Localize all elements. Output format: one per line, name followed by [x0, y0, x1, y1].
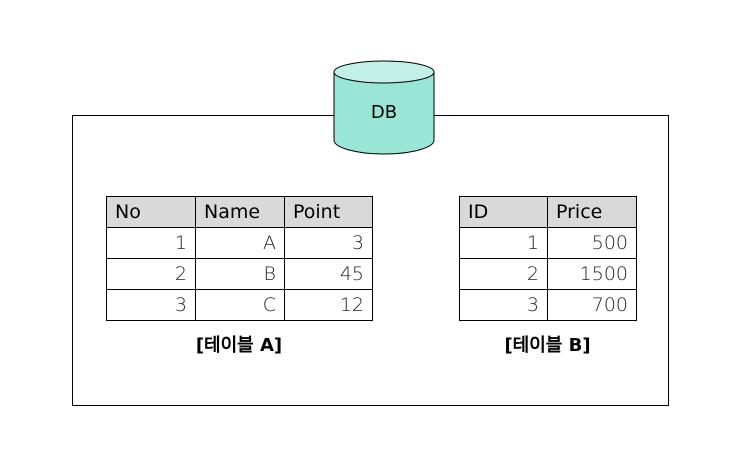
- table-row: 3 700: [459, 289, 637, 321]
- table-a-header-point: Point: [284, 196, 373, 228]
- table-a-cell: 45: [284, 258, 373, 290]
- table-b-cell: 2: [459, 258, 548, 290]
- table-row: 1 A 3: [106, 227, 373, 259]
- table-row: 2 B 45: [106, 258, 373, 290]
- table-b-cell: 1500: [547, 258, 637, 290]
- table-row: 2 1500: [459, 258, 637, 290]
- table-b-cell: 1: [459, 227, 548, 259]
- table-a-cell: 2: [106, 258, 196, 290]
- db-label: DB: [370, 102, 398, 123]
- table-b-caption: [테이블 B]: [504, 335, 591, 356]
- table-a-header-name: Name: [195, 196, 285, 228]
- table-a-cell: 12: [284, 289, 373, 321]
- table-a-cell: C: [195, 289, 285, 321]
- table-a-cell: A: [195, 227, 285, 259]
- table-b-cell: 500: [547, 227, 637, 259]
- table-b-cell: 700: [547, 289, 637, 321]
- table-a-header-row: No Name Point: [106, 196, 373, 228]
- table-b-header-id: ID: [459, 196, 548, 228]
- table-b-cell: 3: [459, 289, 548, 321]
- table-b: ID Price 1 500 2 1500 3 700: [459, 196, 637, 321]
- table-b-header-price: Price: [547, 196, 637, 228]
- table-a-cell: 1: [106, 227, 196, 259]
- table-a: No Name Point 1 A 3 2 B 45 3 C 12: [106, 196, 373, 321]
- table-a-cell: 3: [284, 227, 373, 259]
- database-icon: DB: [333, 60, 435, 156]
- table-b-header-row: ID Price: [459, 196, 637, 228]
- table-a-cell: B: [195, 258, 285, 290]
- table-row: 3 C 12: [106, 289, 373, 321]
- table-a-header-no: No: [106, 196, 196, 228]
- table-a-caption: [테이블 A]: [195, 335, 283, 356]
- table-a-cell: 3: [106, 289, 196, 321]
- table-row: 1 500: [459, 227, 637, 259]
